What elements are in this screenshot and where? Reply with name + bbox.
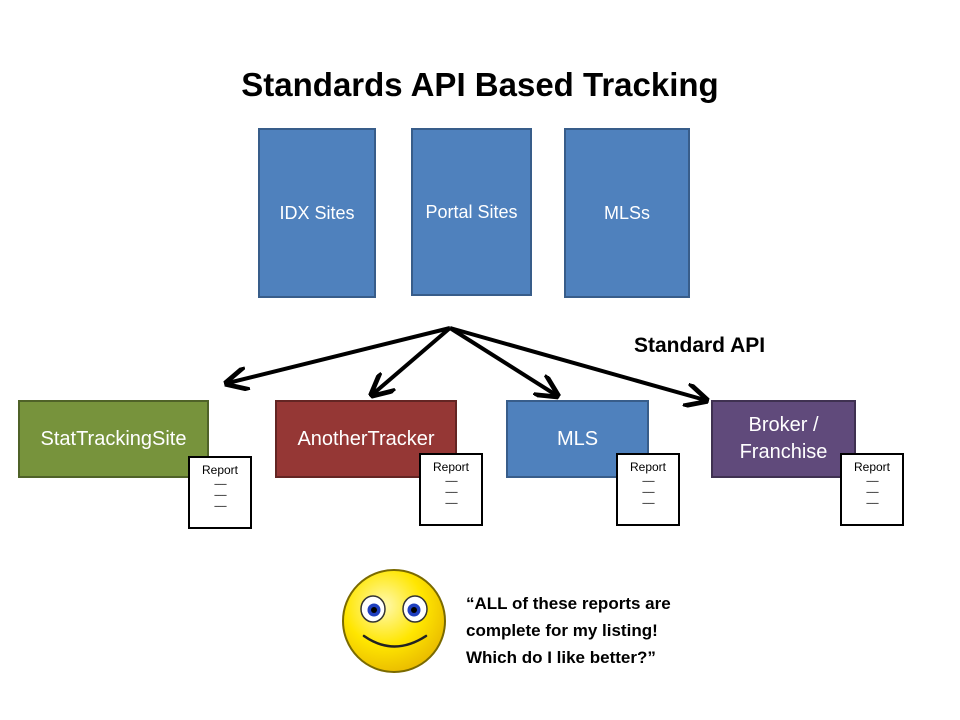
- report-line: ------: [866, 487, 879, 497]
- dest-stattrackingsite: StatTrackingSite: [18, 400, 209, 478]
- report-line: ------: [214, 501, 227, 511]
- report-line: ------: [642, 487, 655, 497]
- source-idx-sites: IDX Sites: [258, 128, 376, 298]
- dest-label: MLS: [556, 427, 599, 450]
- source-label: IDX Sites: [279, 202, 355, 223]
- source-label: Portal Sites: [425, 201, 518, 222]
- report-title: Report: [853, 460, 891, 474]
- report-title: Report: [629, 460, 667, 474]
- page-title: Standards API Based Tracking: [241, 66, 719, 103]
- arrow-to-stattrackingsite: [228, 326, 451, 383]
- report-line: ------: [866, 476, 879, 486]
- report-line: ------: [866, 498, 879, 508]
- arrow-to-mls: [448, 326, 556, 395]
- arrow-to-broker: [449, 326, 705, 400]
- source-label: MLSs: [603, 202, 650, 223]
- report-title: Report: [432, 460, 470, 474]
- standard-api-label: Standard API: [634, 334, 766, 357]
- report-line: ------: [445, 498, 458, 508]
- dest-label: Broker / Franchise: [739, 414, 828, 463]
- report-document: Report ------ ------ ------: [188, 456, 252, 529]
- dest-label: StatTrackingSite: [40, 427, 187, 450]
- report-line: ------: [214, 479, 227, 489]
- report-line: ------: [445, 487, 458, 497]
- report-document: Report ------ ------ ------: [616, 453, 680, 526]
- report-line: ------: [642, 476, 655, 486]
- report-line: ------: [445, 476, 458, 486]
- source-portal-sites: Portal Sites: [411, 128, 532, 296]
- report-document: Report ------ ------ ------: [840, 453, 904, 526]
- report-document: Report ------ ------ ------: [419, 453, 483, 526]
- quote-text: “ALL of these reports are complete for m…: [466, 594, 671, 667]
- dest-label: AnotherTracker: [297, 427, 435, 450]
- arrow-to-anothertracker: [373, 326, 452, 394]
- dest-mls: MLS: [506, 400, 649, 478]
- report-line: ------: [214, 490, 227, 500]
- dest-broker-franchise: Broker / Franchise: [711, 400, 856, 478]
- report-line: ------: [642, 498, 655, 508]
- report-title: Report: [201, 463, 239, 477]
- source-mlss: MLSs: [564, 128, 690, 298]
